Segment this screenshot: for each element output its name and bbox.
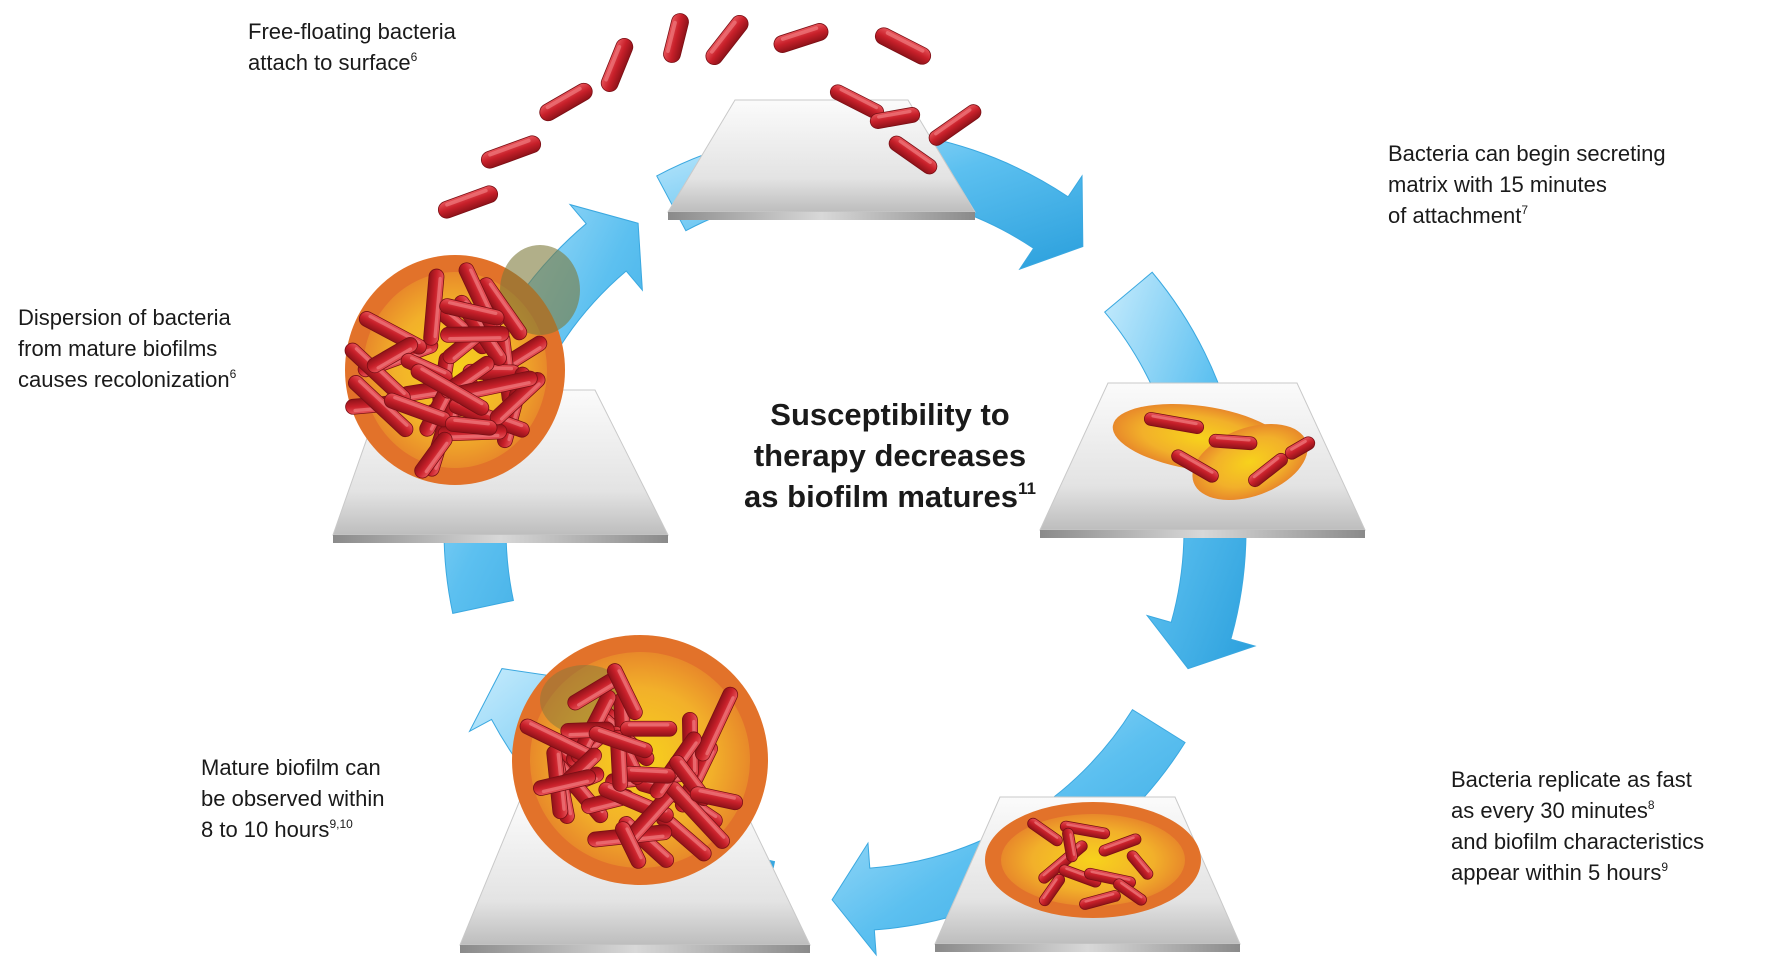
bacterium	[437, 185, 499, 219]
bacterium	[440, 325, 510, 343]
label-dispersion-line-1: Dispersion of bacteria	[18, 305, 231, 330]
bacterium	[1059, 820, 1111, 840]
label-secrete-ref: 7	[1521, 203, 1528, 217]
label-mature-line-1: Mature biofilm can	[201, 755, 381, 780]
bacterium	[829, 84, 885, 120]
bacterium	[383, 392, 452, 428]
bacterium	[614, 821, 647, 869]
label-dispersion-line-3-text: causes recolonization	[18, 367, 230, 392]
bacterium	[689, 786, 744, 811]
bacterium	[414, 431, 453, 479]
bacterium	[1208, 433, 1258, 451]
label-replicate-ref-2: 9	[1661, 860, 1669, 874]
bacteria-layer	[344, 13, 1316, 910]
label-replicate-ref-1: 8	[1647, 798, 1655, 812]
bacterium	[606, 663, 643, 721]
center-title: Susceptibility to therapy decreases as b…	[700, 394, 1080, 517]
bacterium	[1284, 436, 1316, 460]
bacterium	[665, 781, 730, 849]
bacterium	[621, 765, 676, 784]
label-secrete-line-2: matrix with 15 minutes	[1388, 172, 1607, 197]
label-mature-line-2: be observed within	[201, 786, 385, 811]
label-attach-line-2-text: attach to surface	[248, 50, 411, 75]
center-title-line-1: Susceptibility to	[770, 397, 1010, 432]
label-secrete-line-3-text: of attachment	[1388, 203, 1522, 228]
label-mature-line-3: 8 to 10 hours9,10	[201, 814, 384, 845]
center-title-line-2: therapy decreases	[753, 438, 1027, 473]
label-replicate-line-2-text: as every 30 minutes	[1451, 798, 1648, 823]
bacterium	[663, 13, 689, 63]
bacterium	[1038, 873, 1066, 907]
bacterium	[1171, 449, 1219, 483]
label-secrete: Bacteria can begin secreting matrix with…	[1388, 138, 1666, 231]
bacterium	[619, 720, 678, 737]
bacterium	[888, 135, 938, 175]
label-replicate: Bacteria replicate as fast as every 30 m…	[1451, 764, 1704, 888]
bacterium	[533, 769, 597, 796]
label-dispersion-ref: 6	[229, 367, 237, 381]
label-replicate-line-2: as every 30 minutes8	[1451, 795, 1704, 826]
bacterium	[874, 27, 932, 65]
bacterium	[1113, 878, 1147, 906]
label-dispersion: Dispersion of bacteria from mature biofi…	[18, 302, 236, 395]
bacterium	[705, 14, 749, 66]
label-replicate-line-4: appear within 5 hours9	[1451, 857, 1704, 888]
bacterium	[655, 810, 712, 862]
label-secrete-line-3: of attachment7	[1388, 200, 1666, 231]
bacterium	[410, 363, 490, 416]
bacterium	[600, 38, 634, 92]
bacterium	[1027, 817, 1063, 847]
bacterium	[773, 23, 829, 53]
label-replicate-line-3: and biofilm characteristics	[1451, 829, 1705, 854]
bacterium	[1062, 827, 1078, 863]
label-attach-ref: 6	[410, 50, 418, 64]
bacterium	[928, 104, 982, 146]
label-mature: Mature biofilm can be observed within 8 …	[201, 752, 384, 845]
label-secrete-line-1: Bacteria can begin secreting	[1388, 141, 1666, 166]
bacterium	[1126, 850, 1154, 880]
bacterium	[1143, 412, 1205, 434]
center-title-line-3: as biofilm matures11	[700, 476, 1080, 517]
bacterium	[694, 686, 739, 762]
bacterium	[444, 416, 498, 436]
label-replicate-line-1: Bacteria replicate as fast	[1451, 767, 1692, 792]
label-dispersion-line-2: from mature biofilms	[18, 336, 218, 361]
label-attach: Free-floating bacteria attach to surface…	[248, 16, 456, 78]
bacterium	[539, 82, 593, 122]
label-attach-line-1: Free-floating bacteria	[248, 19, 456, 44]
label-attach-line-2: attach to surface6	[248, 47, 456, 78]
bacterium	[1079, 890, 1121, 910]
label-mature-ref: 9,10	[329, 817, 353, 831]
bacterium	[439, 298, 505, 326]
bacterium	[366, 336, 418, 374]
bacterium	[588, 725, 653, 759]
bacterium	[423, 268, 445, 346]
label-dispersion-line-3: causes recolonization6	[18, 364, 236, 395]
center-title-line-3-text: as biofilm matures	[744, 479, 1018, 514]
bacterium	[567, 671, 622, 711]
label-replicate-line-4-text: appear within 5 hours	[1451, 860, 1662, 885]
bacterium	[1098, 833, 1142, 857]
label-mature-line-3-text: 8 to 10 hours	[201, 817, 330, 842]
bacterium	[480, 135, 542, 169]
center-title-ref: 11	[1017, 479, 1036, 498]
